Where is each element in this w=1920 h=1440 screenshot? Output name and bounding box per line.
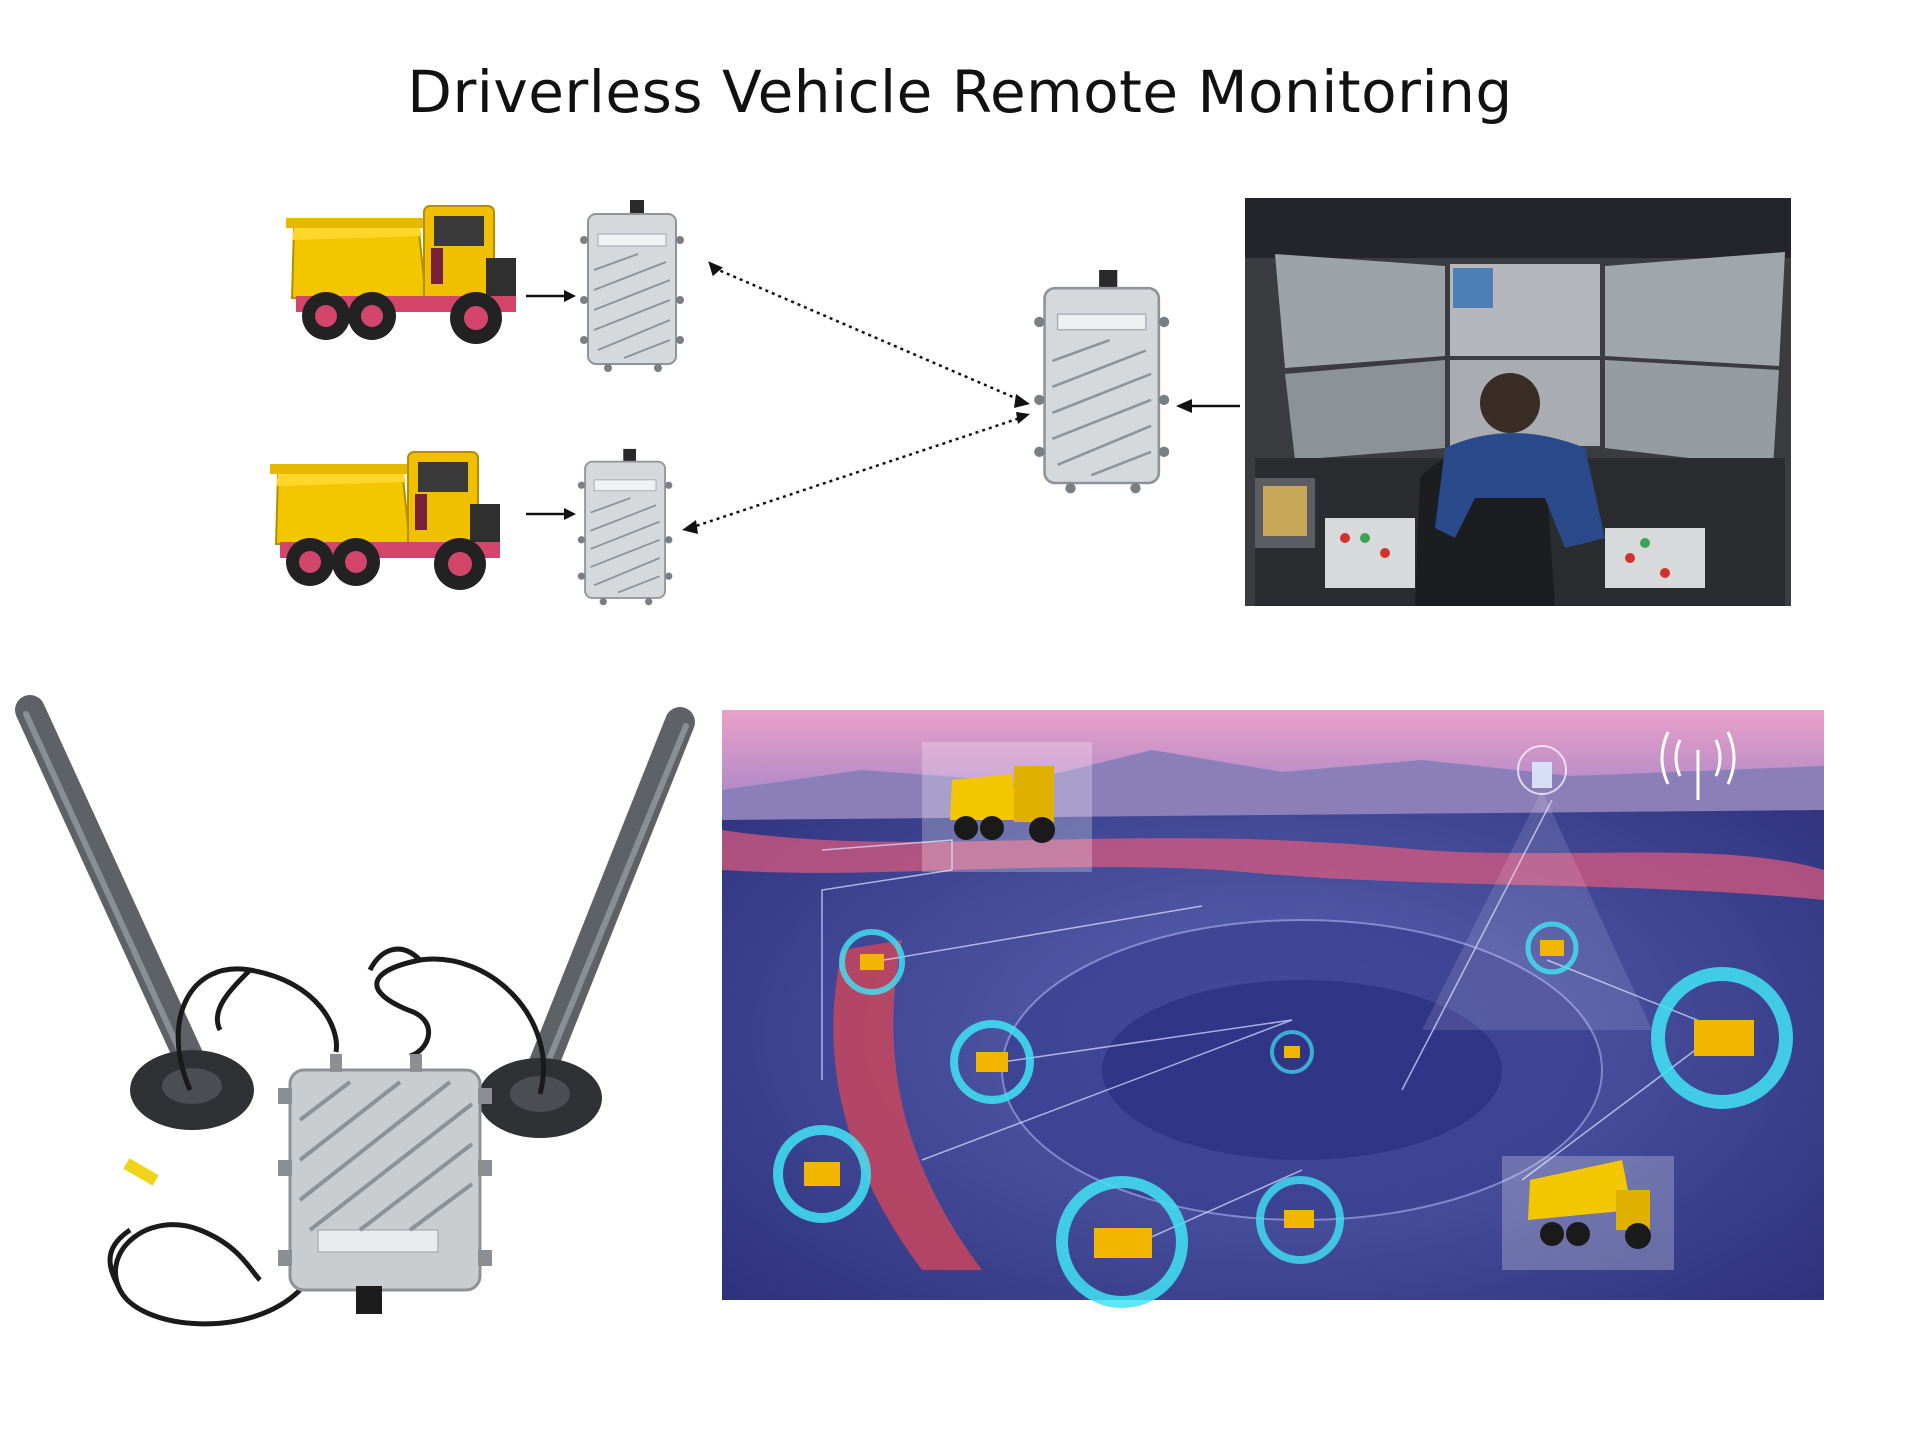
dump-truck-top	[286, 205, 516, 344]
right-arrow-icon	[526, 508, 576, 520]
dump-truck-bottom	[270, 451, 500, 590]
radio-unit-body	[278, 1054, 492, 1314]
remote-control-room-photo	[1245, 198, 1791, 606]
truck-inset-top	[922, 742, 1092, 872]
wireless-signal-icon	[1660, 731, 1736, 800]
right-control-panel	[1605, 528, 1705, 588]
truck-inset-bottom	[1502, 1156, 1674, 1270]
radio-unit-with-antennas-photo	[15, 695, 695, 1327]
antenna-left	[15, 695, 254, 1130]
antenna-right	[478, 707, 695, 1138]
tracked-vehicles	[804, 940, 1754, 1258]
open-pit-mine-map	[722, 710, 1824, 1308]
tracked-vehicle-rings	[773, 921, 1793, 1308]
monitor-wall	[1275, 252, 1785, 468]
link-bottom	[689, 416, 1021, 530]
page-title: Driverless Vehicle Remote Monitoring	[407, 58, 1513, 126]
vehicle-radio-unit-bottom	[577, 448, 673, 606]
wireless-links	[682, 261, 1240, 534]
antenna-cables	[107, 946, 546, 1327]
haul-road	[833, 940, 982, 1270]
base-station-icon	[1517, 745, 1567, 795]
base-station-radio-unit	[1034, 270, 1170, 494]
right-arrow-icon	[526, 290, 576, 302]
operator	[1435, 373, 1605, 548]
vehicle-radio-unit-top	[580, 200, 684, 372]
network-lines	[821, 799, 1723, 1251]
yellow-tag	[123, 1158, 159, 1186]
left-control-panel	[1325, 518, 1415, 588]
link-top	[713, 266, 1021, 402]
